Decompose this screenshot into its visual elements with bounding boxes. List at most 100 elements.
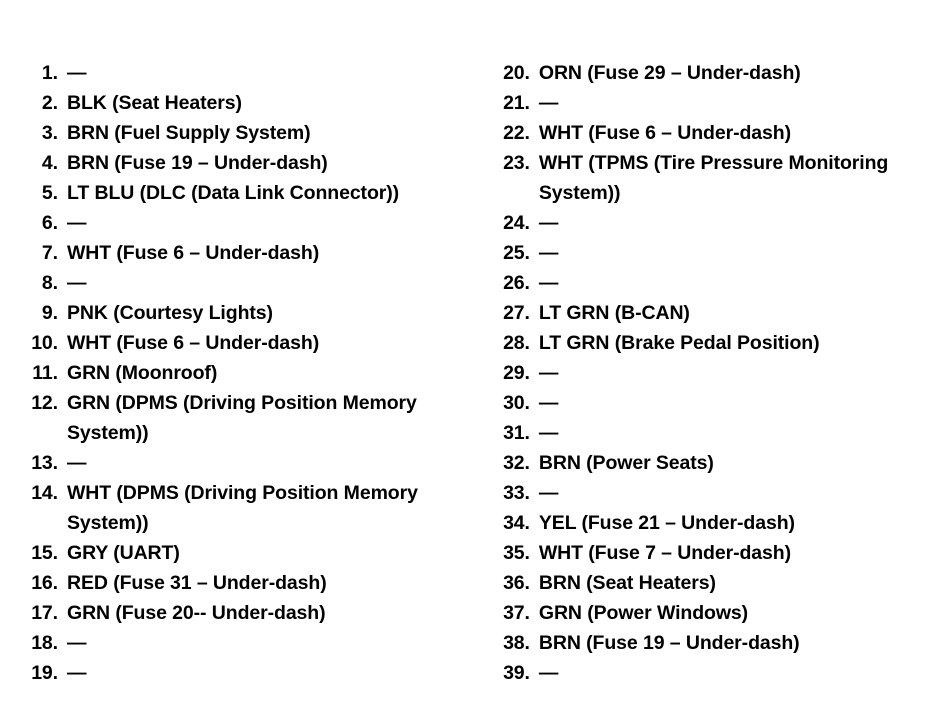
terminal-row: 19. — (24, 658, 484, 688)
terminal-description: YEL (Fuse 21 – Under-dash) (538, 512, 795, 534)
terminal-row: 8. — (24, 268, 484, 298)
terminal-number: 1. (41, 62, 58, 84)
terminal-number: 15. (31, 542, 58, 564)
terminal-number: 6. (41, 212, 58, 234)
terminal-description: GRN (Moonroof) (67, 362, 218, 384)
terminal-description: WHT (Fuse 6 – Under-dash) (67, 332, 320, 354)
legend-column-right: 20.ORN (Fuse 29 – Under-dash)21.—22.WHT … (484, 58, 944, 688)
terminal-row: 26.— (496, 268, 944, 298)
terminal-description: PNK (Courtesy Lights) (67, 302, 273, 324)
terminal-row: 36. BRN (Seat Heaters) (496, 568, 944, 598)
terminal-description: BLK (Seat Heaters) (67, 92, 242, 114)
terminal-number: 3. (41, 122, 58, 144)
terminal-number: 2. (41, 92, 58, 114)
terminal-empty-marker: — (538, 242, 559, 264)
legend-column-left: 1. — 2. BLK (Seat Heaters) 3. BRN (Fuel Suppl… (0, 58, 484, 688)
terminal-row: 1. — (24, 58, 484, 88)
terminal-row: 39. — (496, 658, 944, 688)
terminal-row: 37.GRN (Power Windows) (496, 598, 944, 628)
terminal-number: 20. (503, 62, 530, 84)
terminal-empty-marker: — (538, 662, 559, 684)
terminal-description: GRN (Fuse 20-- Under-dash) (67, 602, 326, 624)
terminal-row: 5. LT BLU (DLC (Data Link Connector)) (24, 178, 484, 208)
terminal-description: BRN (Fuse 19 – Under-dash) (538, 632, 800, 654)
terminal-number: 39. (503, 662, 530, 684)
terminal-row: 17. GRN (Fuse 20-- Under-dash) (24, 598, 484, 628)
terminal-number: 22. (503, 122, 530, 144)
terminal-number: 12. (31, 392, 58, 414)
terminal-row: 4. BRN (Fuse 19 – Under-dash) (24, 148, 484, 178)
terminal-row: 14.WHT (DPMS (Driving Position Memory Sy… (24, 478, 484, 538)
terminal-number: 28. (503, 332, 530, 354)
terminal-empty-marker: — (538, 92, 559, 114)
terminal-number: 24. (503, 212, 530, 234)
terminal-empty-marker: — (67, 62, 87, 84)
terminal-row: 18.— (24, 628, 484, 658)
terminal-number: 4. (41, 152, 58, 174)
terminal-row: 33.— (496, 478, 944, 508)
terminal-description: WHT (Fuse 7 – Under-dash) (538, 542, 791, 564)
terminal-number: 10. (31, 332, 58, 354)
terminal-number: 37. (503, 602, 530, 624)
terminal-description: BRN (Seat Heaters) (538, 572, 716, 594)
terminal-number: 7. (41, 242, 58, 264)
terminal-number: 17. (31, 602, 58, 624)
terminal-description: LT GRN (Brake Pedal Position) (538, 332, 820, 354)
terminal-empty-marker: — (67, 452, 87, 474)
terminal-number: 8. (41, 272, 58, 294)
terminal-row: 35. WHT (Fuse 7 – Under-dash) (496, 538, 944, 568)
terminal-row: 22. WHT (Fuse 6 – Under-dash) (496, 118, 944, 148)
terminal-row: 23.WHT (TPMS (Tire Pressure Monitoring S… (496, 148, 944, 208)
terminal-row: 38.BRN (Fuse 19 – Under-dash) (496, 628, 944, 658)
terminal-description: RED (Fuse 31 – Under-dash) (67, 572, 327, 594)
terminal-row: 28. LT GRN (Brake Pedal Position) (496, 328, 944, 358)
terminal-description: WHT (Fuse 6 – Under-dash) (67, 242, 320, 264)
terminal-description: LT BLU (DLC (Data Link Connector)) (67, 182, 400, 204)
terminal-number: 34. (503, 512, 530, 534)
terminal-row: 7. WHT (Fuse 6 – Under-dash) (24, 238, 484, 268)
terminal-number: 5. (41, 182, 58, 204)
terminal-row: 2. BLK (Seat Heaters) (24, 88, 484, 118)
terminal-description: BRN (Power Seats) (538, 452, 714, 474)
terminal-row: 25.— (496, 238, 944, 268)
terminal-number: 23. (503, 152, 530, 174)
terminal-row: 6.— (24, 208, 484, 238)
terminal-description: GRN (DPMS (Driving Position Memory Syste… (67, 392, 417, 444)
terminal-description: WHT (DPMS (Driving Position Memory Syste… (67, 482, 418, 534)
terminal-row: 20. ORN (Fuse 29 – Under-dash) (496, 58, 944, 88)
terminal-number: 16. (31, 572, 58, 594)
terminal-empty-marker: — (67, 662, 87, 684)
terminal-row: 27. LT GRN (B-CAN) (496, 298, 944, 328)
terminal-row: 12. GRN (DPMS (Driving Position Memory Sy… (24, 388, 484, 448)
terminal-number: 11. (32, 362, 58, 384)
terminal-number: 13. (31, 452, 58, 474)
terminal-row: 31.— (496, 418, 944, 448)
terminal-number: 26. (503, 272, 530, 294)
terminal-number: 32. (503, 452, 530, 474)
terminal-number: 9. (41, 302, 58, 324)
terminal-row: 30.— (496, 388, 944, 418)
terminal-row: 11. GRN (Moonroof) (24, 358, 484, 388)
terminal-row: 10. WHT (Fuse 6 – Under-dash) (24, 328, 484, 358)
terminal-description: WHT (Fuse 6 – Under-dash) (538, 122, 791, 144)
terminal-row: 13. — (24, 448, 484, 478)
terminal-number: 27. (503, 302, 530, 324)
terminal-number: 19. (31, 662, 58, 684)
terminal-row: 15. GRY (UART) (24, 538, 484, 568)
terminal-number: 35. (503, 542, 530, 564)
terminal-number: 29. (503, 362, 530, 384)
terminal-description: GRY (UART) (67, 542, 180, 564)
terminal-description: LT GRN (B-CAN) (538, 302, 690, 324)
terminal-row: 34. YEL (Fuse 21 – Under-dash) (496, 508, 944, 538)
terminal-row: 29.— (496, 358, 944, 388)
terminal-empty-marker: — (538, 212, 559, 234)
terminal-number: 31. (503, 422, 530, 444)
terminal-empty-marker: — (67, 272, 87, 294)
terminal-number: 36. (503, 572, 530, 594)
terminal-empty-marker: — (538, 392, 559, 414)
terminal-description: BRN (Fuel Supply System) (67, 122, 311, 144)
terminal-description: ORN (Fuse 29 – Under-dash) (538, 62, 801, 84)
terminal-description: BRN (Fuse 19 – Under-dash) (67, 152, 328, 174)
terminal-row: 16. RED (Fuse 31 – Under-dash) (24, 568, 484, 598)
